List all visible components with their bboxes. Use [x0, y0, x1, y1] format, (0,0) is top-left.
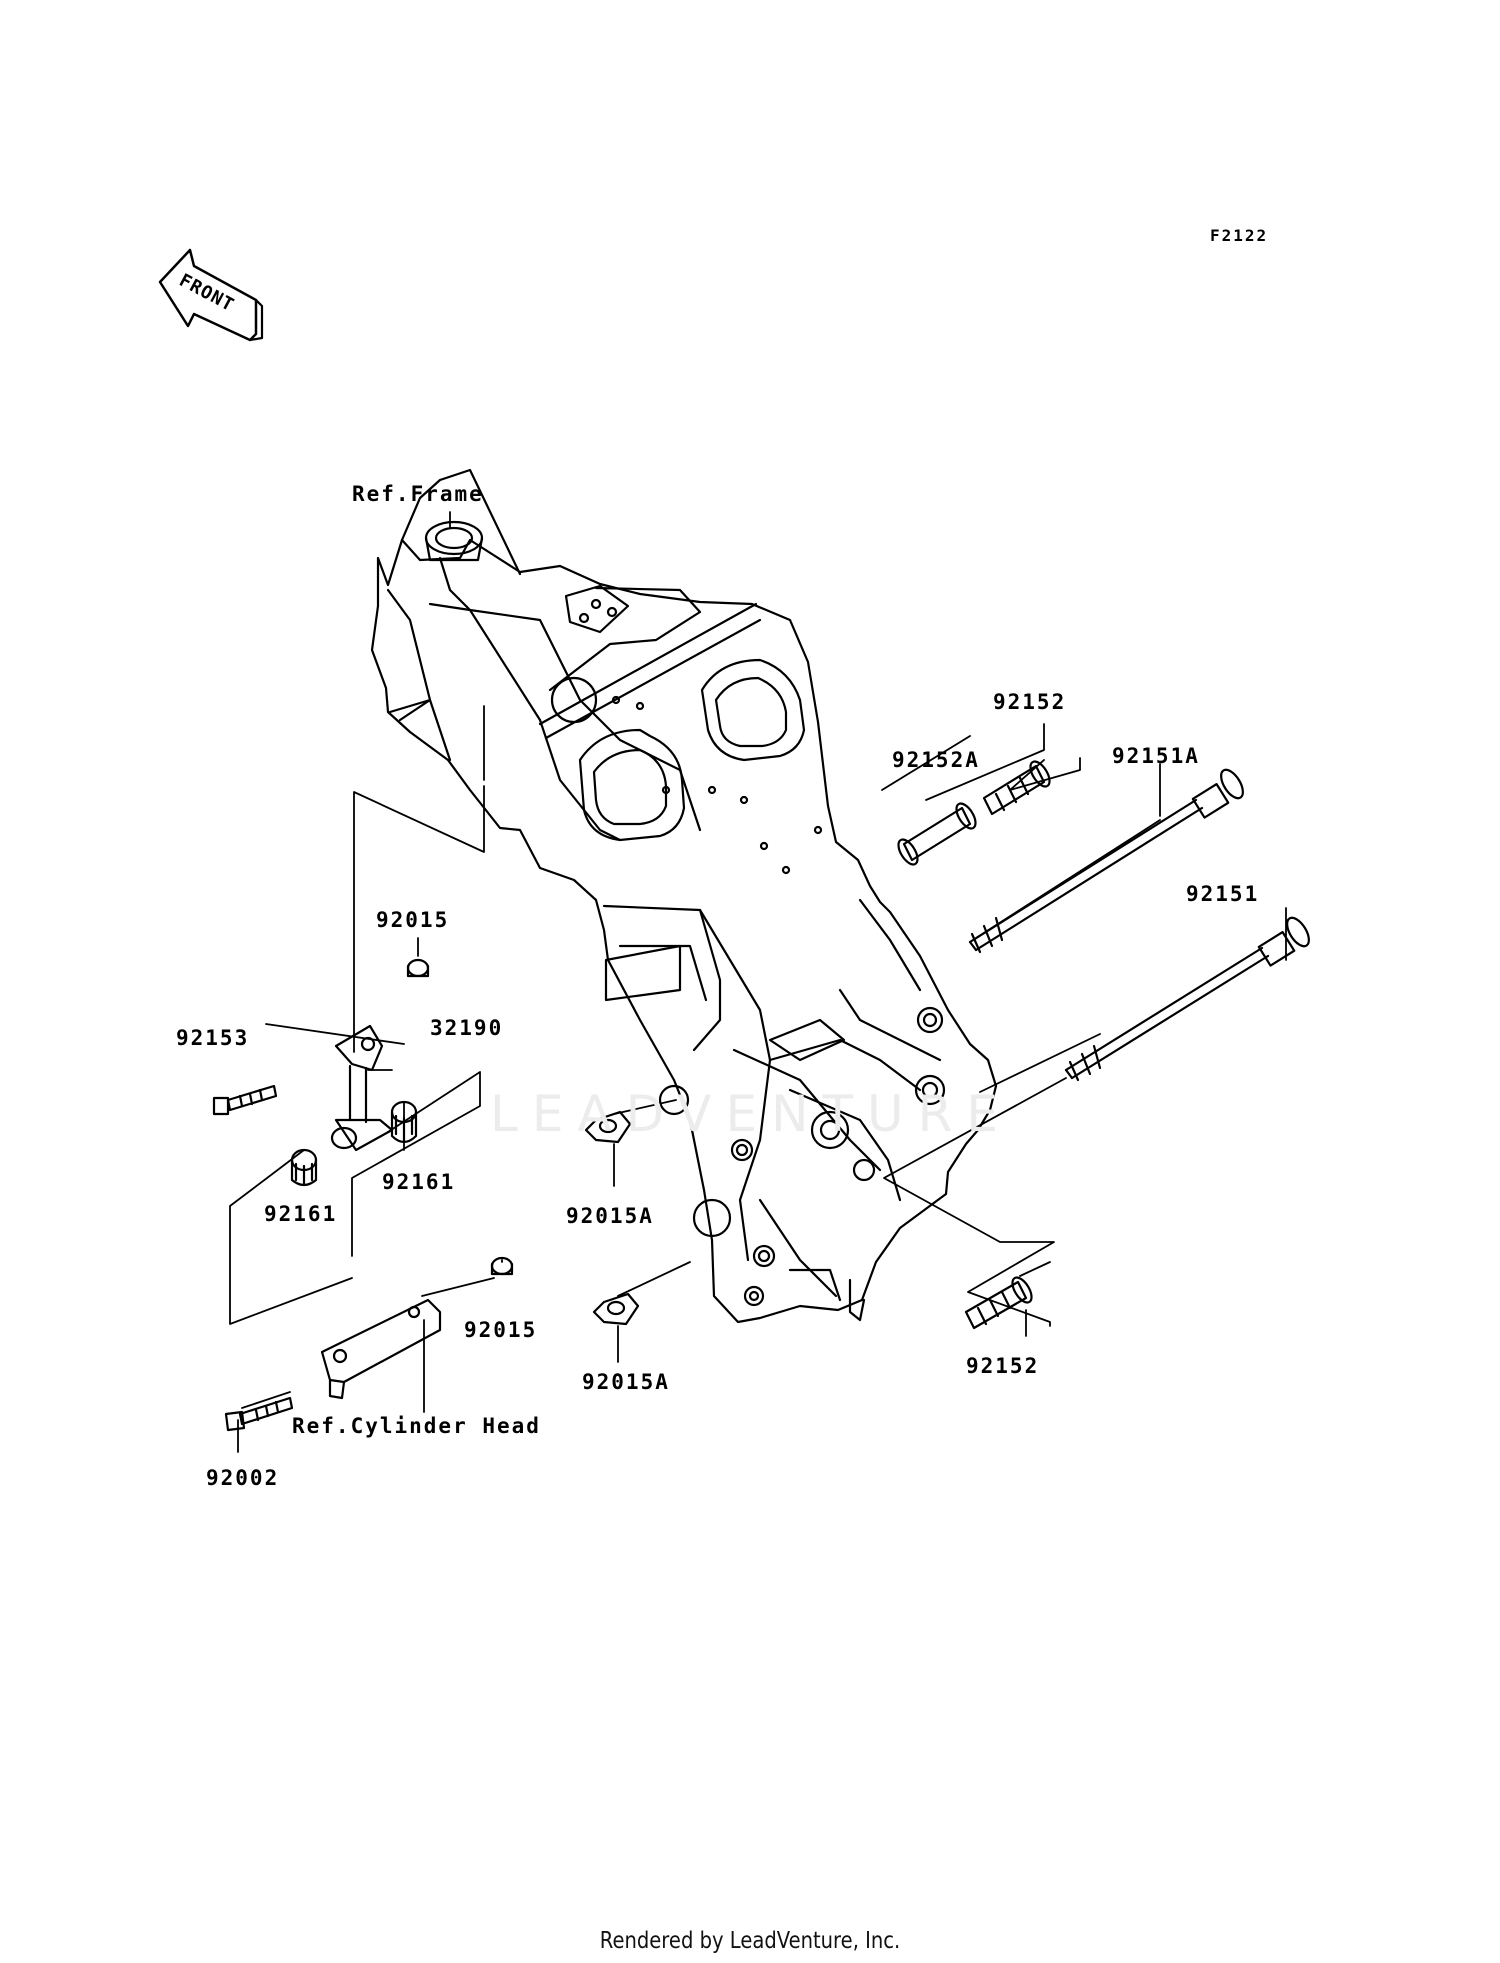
diagram-code: F2122 [1210, 226, 1269, 245]
label-92161-right: 92161 [382, 1170, 456, 1194]
nut-92015-upper [406, 958, 430, 978]
collar-92152-lower [964, 1276, 1033, 1330]
bolt-92153 [212, 1084, 278, 1116]
label-92015-bottom: 92015 [464, 1318, 538, 1342]
label-32190: 32190 [430, 1016, 504, 1040]
label-92152-bottom: 92152 [966, 1354, 1040, 1378]
label-92152-top: 92152 [993, 690, 1067, 714]
collar-92161-lower [290, 1148, 318, 1187]
label-92153: 92153 [176, 1026, 250, 1050]
watermark: LEADVENTURE [490, 1085, 1012, 1143]
collar-92161-upper [390, 1100, 418, 1144]
nut-92015a-lower [592, 1292, 640, 1326]
leader-lines [229, 511, 1287, 1453]
nut-92015a-upper [584, 1110, 632, 1144]
collar-92152-upper [982, 760, 1051, 816]
bolt-92151 [1064, 916, 1310, 1082]
bolt-92151a [968, 768, 1244, 954]
footer-credit: Rendered by LeadVenture, Inc. [599, 1928, 901, 1954]
label-92152a: 92152A [892, 748, 980, 772]
label-92002: 92002 [206, 1466, 280, 1490]
cylinder-head-bracket [320, 1298, 442, 1400]
label-92015-top: 92015 [376, 908, 450, 932]
label-ref-frame: Ref.Frame [352, 482, 484, 506]
label-92161-left: 92161 [264, 1202, 338, 1226]
nut-92015-lower [490, 1256, 514, 1276]
label-92151a: 92151A [1112, 744, 1200, 768]
label-92015a-bottom: 92015A [582, 1370, 670, 1394]
front-arrow-text: FRONT [176, 270, 238, 316]
frame-outline [370, 468, 998, 1324]
bracket-32190 [330, 1024, 394, 1152]
label-92015a-top: 92015A [566, 1204, 654, 1228]
front-arrow-icon: FRONT [158, 248, 264, 342]
bolt-92002 [224, 1396, 294, 1432]
label-92151: 92151 [1186, 882, 1260, 906]
collar-92152a [897, 802, 977, 866]
label-ref-cylinder-head: Ref.Cylinder Head [292, 1414, 541, 1438]
